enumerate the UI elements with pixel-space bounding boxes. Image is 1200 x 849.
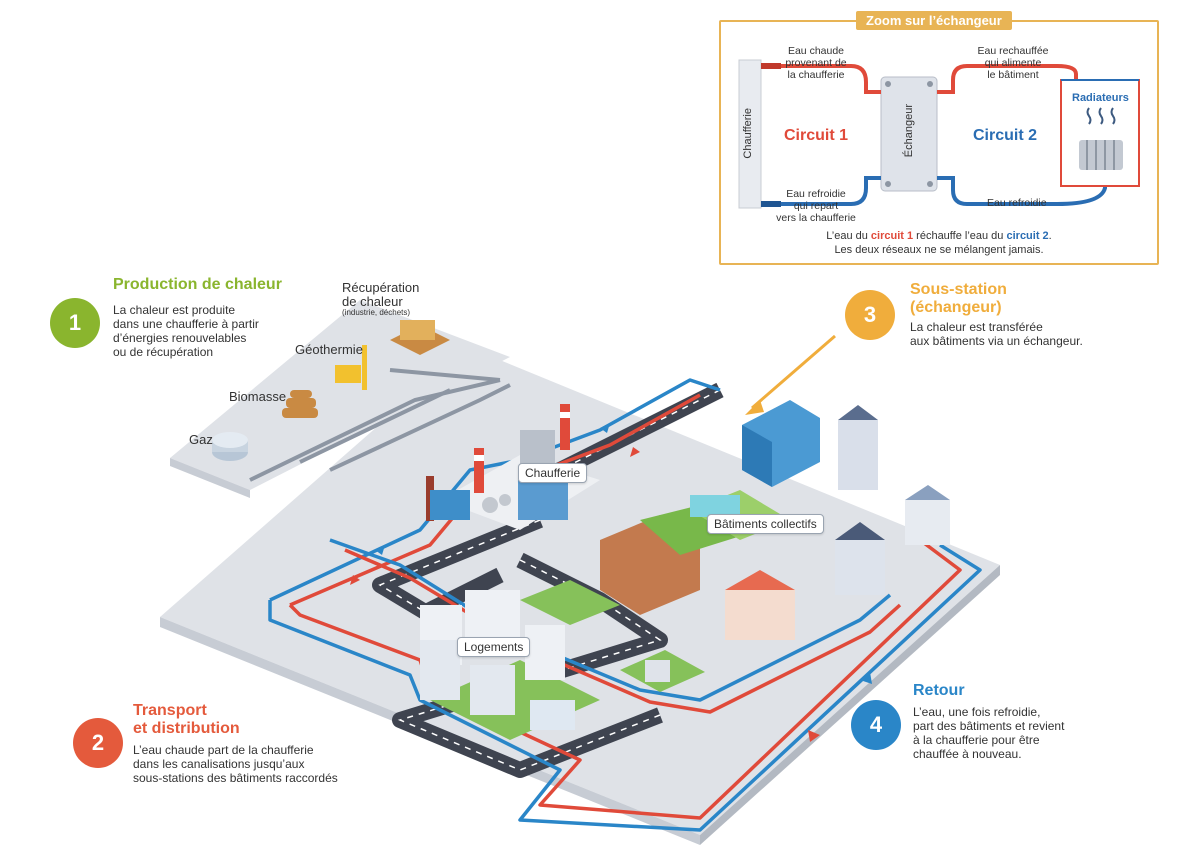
circuit-1-label: Circuit 1 <box>784 127 849 144</box>
label-gaz: Gaz <box>189 432 213 447</box>
step-1-badge: 1 <box>50 298 100 348</box>
label-recuperation-2: de chaleur <box>342 294 403 309</box>
zoom-chaufferie-label: Chaufferie <box>742 108 754 159</box>
label-geothermie: Géothermie <box>295 342 363 357</box>
zoom-note-2: Les deux réseaux ne se mélangent jamais. <box>834 244 1044 256</box>
label-biomasse: Biomasse <box>229 389 287 404</box>
step-2-badge: 2 <box>73 718 123 768</box>
label-recuperation: Récupération <box>342 280 420 295</box>
step-3-title: Sous-station(échangeur) <box>910 281 1007 316</box>
step-4-text: L’eau, une fois refroidie,part des bâtim… <box>913 705 1065 761</box>
radiateurs-label: Radiateurs <box>1072 92 1129 104</box>
circuit-2-label: Circuit 2 <box>973 127 1038 144</box>
label-logements: Logements <box>457 637 531 657</box>
label-chaufferie: Chaufferie <box>518 463 588 483</box>
zoom-note-1: L’eau du circuit 1 réchauffe l’eau du ci… <box>826 230 1052 242</box>
collective-buildings <box>600 400 950 640</box>
exchanger-diagram <box>738 59 1140 209</box>
zoom-title: Zoom sur l’échangeur <box>856 11 1012 30</box>
zoom-echangeur-panel: Zoom sur l’échangeur Chaufferie Échangeu… <box>719 11 1159 265</box>
step-4-title: Retour <box>913 682 965 699</box>
zoom-echangeur-label: Échangeur <box>903 104 915 158</box>
label-recuperation-note: (industrie, déchets) <box>342 308 411 317</box>
gaz-tank <box>212 432 248 461</box>
biomasse-logs <box>282 390 318 418</box>
radiator-icon <box>1079 107 1123 170</box>
step-1-title: Production de chaleur <box>113 276 282 293</box>
geothermie-rig <box>335 345 367 390</box>
zoom-cold-back-label: Eau refroidie <box>987 197 1047 209</box>
label-batiments-collectifs: Bâtiments collectifs <box>707 514 824 534</box>
logements-blocks <box>420 580 705 740</box>
step-4-badge: 4 <box>851 700 901 750</box>
step-3-badge: 3 <box>845 290 895 340</box>
recuperation-plant <box>390 320 450 355</box>
